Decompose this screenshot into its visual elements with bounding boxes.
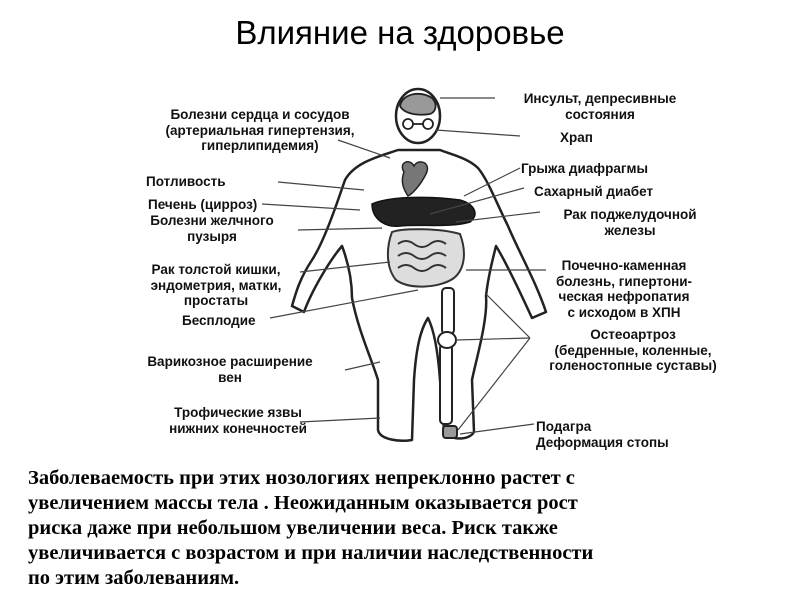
label-snoring: Храп	[560, 130, 593, 145]
label-pancreas: Рак поджелудочной железы	[563, 207, 697, 238]
label-osteoarthritis: Остеоартроз (бедренные, коленные, голено…	[549, 327, 717, 373]
label-infertility: Бесплодие	[182, 313, 256, 328]
label-hernia: Грыжа диафрагмы	[521, 161, 648, 176]
label-kidney: Почечно-каменная болезнь, гипертони- чес…	[555, 258, 693, 320]
liver-organ	[371, 196, 476, 227]
head-details	[399, 92, 437, 130]
leg-skeleton	[437, 287, 458, 439]
heart-organ	[401, 161, 429, 197]
label-liver: Печень (цирроз)	[148, 197, 258, 212]
intestines-organ	[386, 228, 465, 288]
label-gout: Подагра Деформация стопы	[536, 419, 669, 450]
label-trophic-ulcers: Трофические язвы нижних конечностей	[169, 405, 307, 436]
label-diabetes: Сахарный диабет	[534, 184, 654, 199]
label-sweating: Потливость	[146, 174, 226, 189]
caption-text: Заболеваемость при этих нозологиях непре…	[28, 467, 594, 589]
page-title: Влияние на здоровье	[235, 14, 565, 51]
label-varicose: Варикозное расширение вен	[147, 354, 313, 385]
pointer-lines	[261, 97, 546, 435]
label-stroke: Инсульт, депресивные состояния	[523, 91, 677, 122]
label-gallbladder: Болезни желчного пузыря	[150, 213, 274, 244]
label-heart-vessels: Болезни сердца и сосудов (артериальная г…	[165, 107, 355, 153]
label-colon-cancer: Рак толстой кишки, эндометрия, матки, пр…	[150, 262, 282, 308]
